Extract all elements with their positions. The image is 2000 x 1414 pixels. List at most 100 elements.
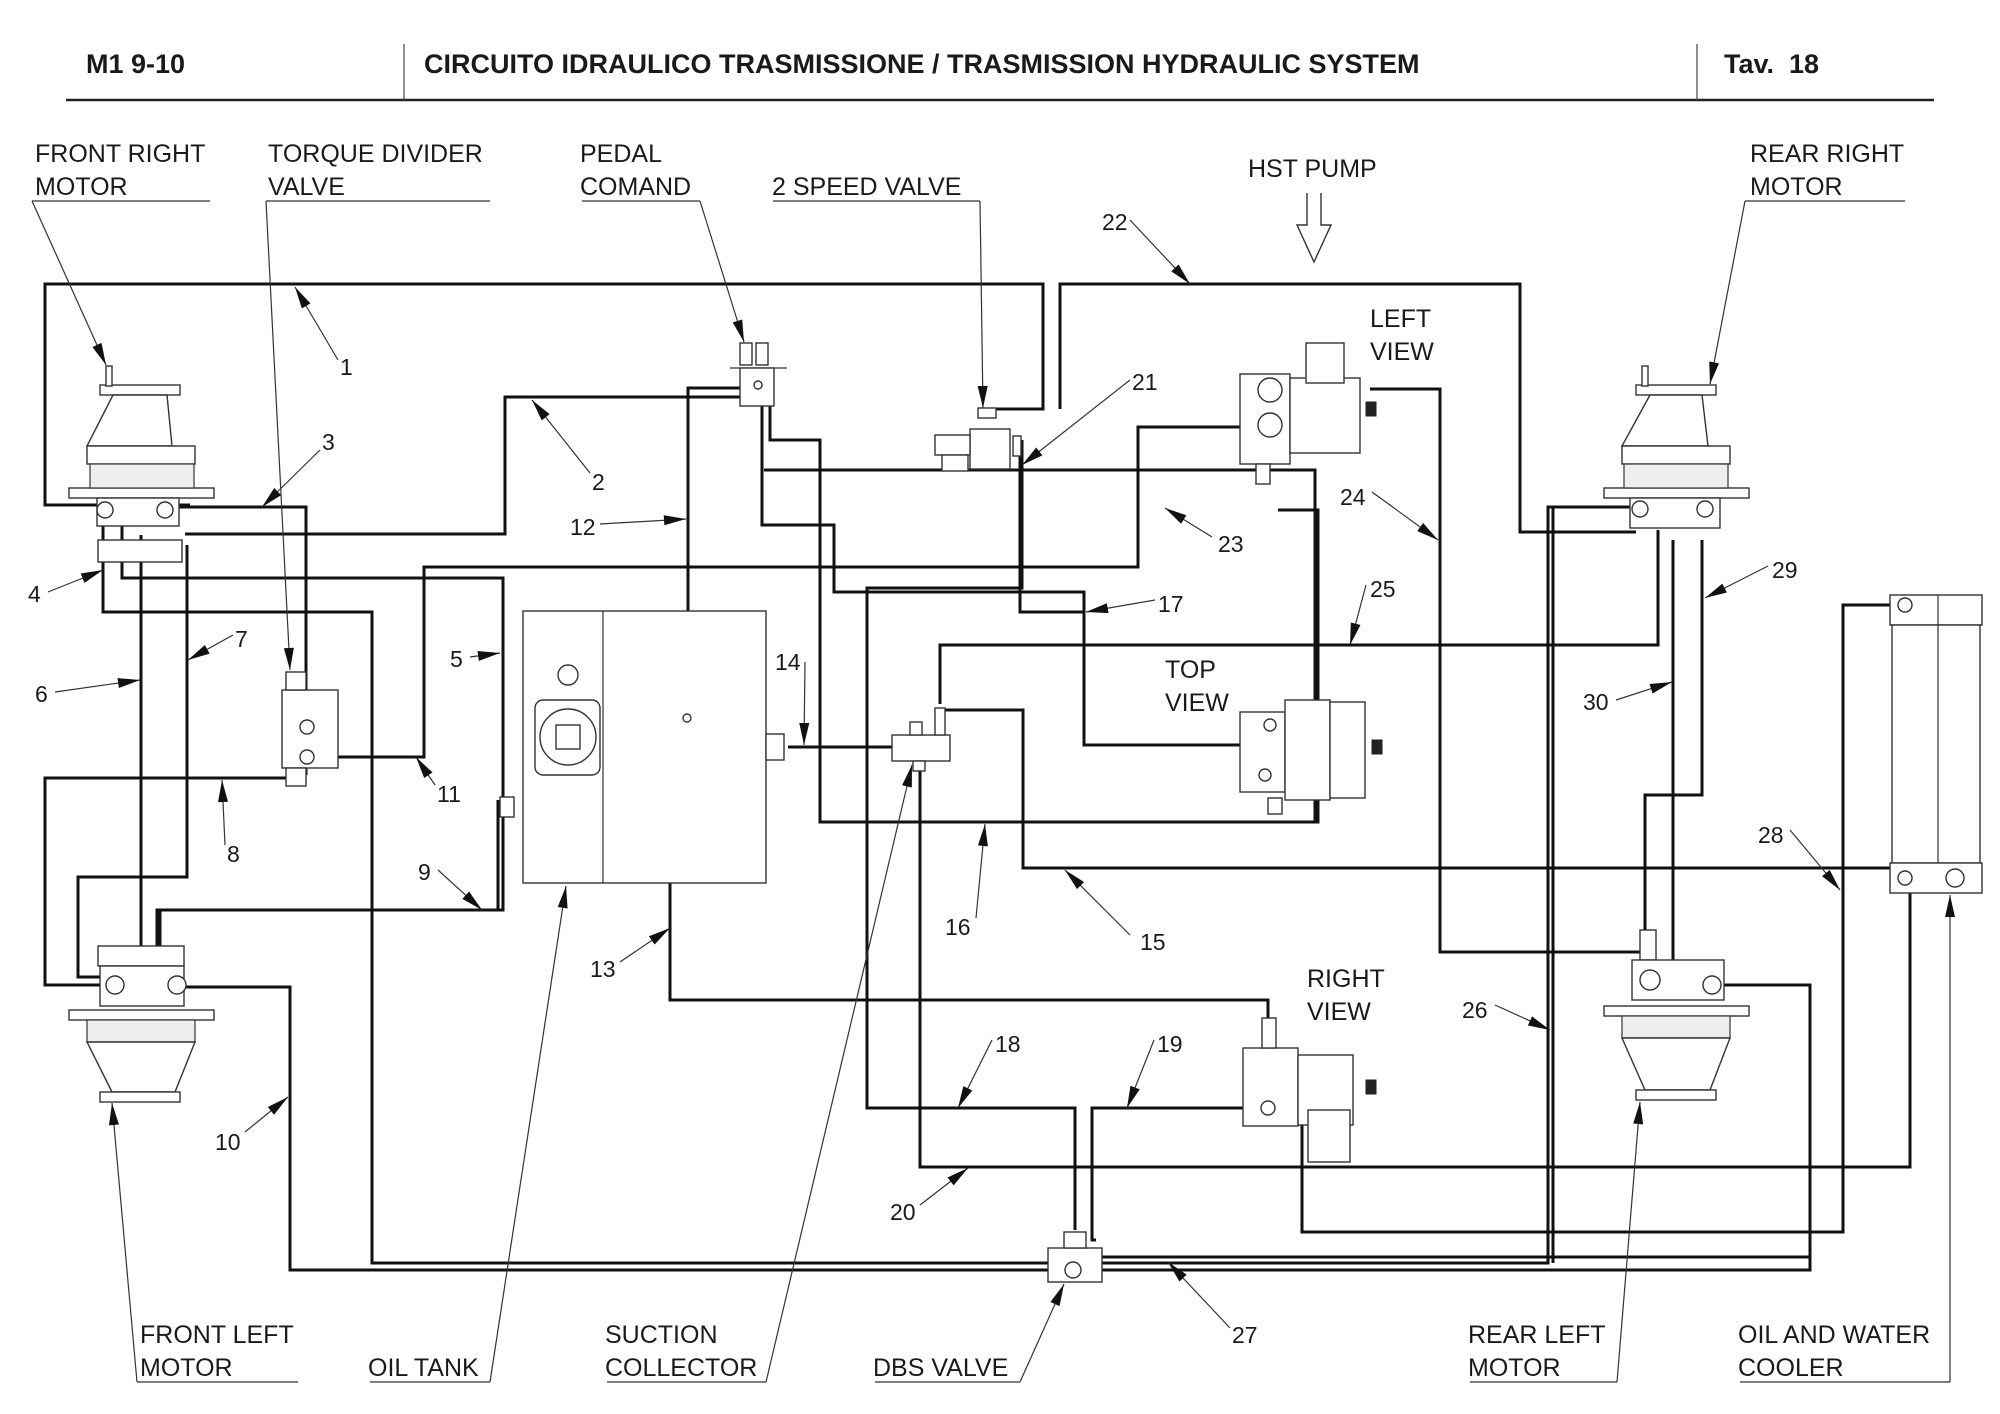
drawing-shape bbox=[1620, 394, 1709, 447]
leader-arrowhead bbox=[188, 644, 210, 660]
drawing-shape bbox=[909, 721, 923, 736]
label-oil-tank: OIL TANK bbox=[368, 885, 568, 1383]
label-text: 10 bbox=[215, 1129, 241, 1155]
drawing-shape bbox=[1641, 365, 1649, 387]
oil-water-cooler[interactable] bbox=[1889, 594, 1983, 894]
oil-tank[interactable] bbox=[499, 610, 785, 884]
right-view-label-line2: VIEW bbox=[1307, 998, 1371, 1026]
drawing-shape bbox=[1371, 739, 1383, 755]
drawing-shape bbox=[1365, 401, 1377, 417]
label-front-left-motor: FRONT LEFT MOTOR bbox=[108, 1102, 298, 1383]
label-text: 9 bbox=[418, 859, 431, 885]
torque-divider-valve[interactable] bbox=[281, 671, 339, 787]
callout-4: 4 bbox=[28, 569, 104, 607]
callout-10: 10 bbox=[215, 1096, 289, 1155]
leader-arrowhead bbox=[977, 824, 988, 847]
label-torque-divider-valve: TORQUE DIVIDER VALVE bbox=[265, 140, 490, 671]
leader-arrowhead bbox=[1945, 895, 1955, 917]
callout-8: 8 bbox=[218, 779, 240, 867]
drawing-shape bbox=[1620, 1037, 1732, 1091]
label-two-speed-valve: 2 SPEED VALVE bbox=[772, 173, 988, 409]
leader-arrowhead bbox=[1022, 447, 1043, 465]
drawing-shape bbox=[969, 428, 1011, 470]
drawing-shape bbox=[1267, 797, 1283, 815]
right-view-label-line1: RIGHT bbox=[1307, 965, 1385, 993]
callout-29: 29 bbox=[1704, 557, 1798, 599]
dbs-valve[interactable] bbox=[1047, 1231, 1103, 1283]
drawing-shape bbox=[1242, 1047, 1299, 1127]
drawing-shape bbox=[765, 733, 785, 761]
leader-arrowhead bbox=[477, 650, 500, 661]
label-text: 2 bbox=[592, 469, 605, 495]
drawing-shape bbox=[105, 365, 113, 387]
label-text: FRONT LEFT bbox=[140, 1321, 294, 1349]
label-text: OIL AND WATER bbox=[1738, 1321, 1930, 1349]
leader-arrowhead bbox=[295, 287, 311, 309]
label-text: COMAND bbox=[580, 173, 691, 201]
leader-arrowhead bbox=[902, 765, 912, 788]
drawing-title: CIRCUITO IDRAULICO TRASMISSIONE / TRASMI… bbox=[424, 49, 1420, 79]
pedal-comand[interactable] bbox=[730, 342, 787, 407]
label-text: VALVE bbox=[268, 173, 345, 201]
drawing-shape bbox=[299, 719, 315, 735]
drawing-shape bbox=[1255, 463, 1271, 485]
drawing-shape bbox=[1329, 701, 1366, 799]
suction-collector[interactable] bbox=[891, 707, 951, 772]
label-text: MOTOR bbox=[140, 1354, 233, 1382]
pipe-19 bbox=[1090, 1106, 1268, 1242]
drawing-shape bbox=[1021, 379, 1131, 466]
pipe-11 bbox=[322, 425, 1255, 759]
callout-11: 11 bbox=[415, 756, 461, 807]
label-text: OIL TANK bbox=[368, 1354, 479, 1382]
label-text: 24 bbox=[1340, 484, 1366, 510]
hst-pump-top-view[interactable] bbox=[1239, 699, 1383, 815]
pipe-4 bbox=[101, 505, 1620, 1265]
drawing-shape bbox=[1261, 1017, 1277, 1049]
rear-left-motor[interactable] bbox=[1603, 929, 1750, 1101]
callout-24: 24 bbox=[1340, 484, 1439, 541]
callout-26: 26 bbox=[1462, 997, 1551, 1031]
component-labels: FRONT RIGHT MOTOR TORQUE DIVIDER VALVE P… bbox=[31, 140, 1955, 1383]
drawing-shape bbox=[1603, 487, 1750, 499]
drawing-shape bbox=[89, 463, 195, 489]
pipe-2 bbox=[185, 395, 760, 536]
drawing-shape bbox=[891, 734, 951, 762]
label-text: 12 bbox=[570, 514, 596, 540]
leader-arrowhead bbox=[648, 928, 670, 945]
drawing-shape bbox=[1709, 200, 1746, 385]
hst-pump-right-view[interactable] bbox=[1242, 1017, 1377, 1163]
pipe-9 bbox=[158, 800, 500, 960]
leader-arrowhead bbox=[1822, 869, 1840, 890]
callout-22: 22 bbox=[1102, 209, 1191, 285]
label-text: SUCTION bbox=[605, 1321, 718, 1349]
callout-20: 20 bbox=[890, 1167, 969, 1225]
label-text: COOLER bbox=[1738, 1354, 1844, 1382]
label-text: HST PUMP bbox=[1248, 155, 1377, 183]
callout-18: 18 bbox=[957, 1031, 1021, 1109]
two-speed-valve[interactable] bbox=[934, 407, 1022, 472]
drawing-shape bbox=[1064, 1261, 1082, 1279]
front-right-motor[interactable] bbox=[68, 365, 215, 563]
drawing-shape bbox=[1603, 1005, 1750, 1017]
label-text: 15 bbox=[1140, 929, 1166, 955]
drawing-shape bbox=[68, 1009, 215, 1021]
pipe-16 bbox=[768, 400, 1320, 824]
leader-arrowhead bbox=[799, 722, 810, 745]
drawing-shape bbox=[99, 1091, 181, 1103]
rear-right-motor[interactable] bbox=[1603, 365, 1750, 529]
drawing-shape bbox=[1257, 412, 1283, 438]
front-left-motor[interactable] bbox=[68, 945, 215, 1103]
drawing-shape bbox=[156, 501, 174, 519]
table-number: Tav. 18 bbox=[1724, 49, 1819, 79]
hst-pump-left-view[interactable] bbox=[1239, 342, 1377, 485]
drawing-shape bbox=[912, 760, 926, 772]
pipe-24 bbox=[1370, 387, 1640, 954]
leader-arrowhead bbox=[1086, 603, 1109, 614]
drawing-shape bbox=[285, 767, 307, 787]
leader-arrowhead bbox=[1171, 264, 1190, 284]
leader-arrowhead bbox=[262, 488, 282, 507]
drawing-shape bbox=[1263, 718, 1277, 732]
drawing-shape bbox=[557, 664, 579, 686]
drawing-shape bbox=[755, 342, 769, 366]
